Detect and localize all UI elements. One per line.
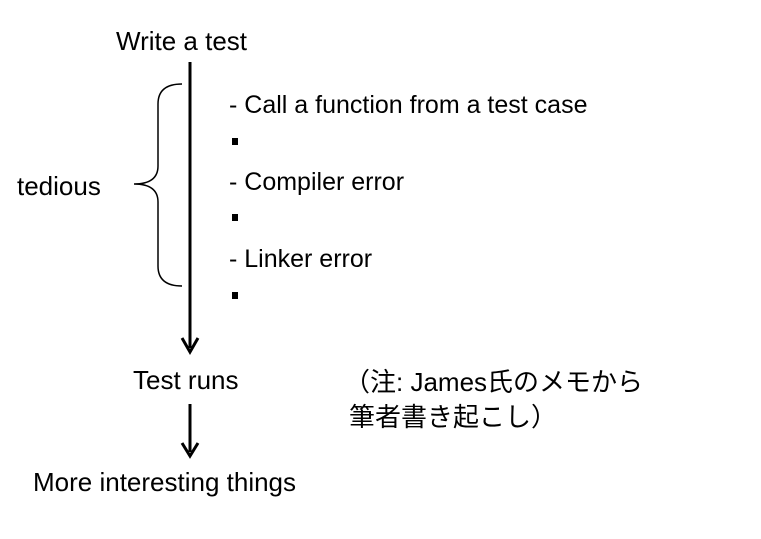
second-arrow-head: [180, 442, 200, 459]
step-linker-error: - Linker error: [229, 245, 373, 273]
start-label: Write a test: [116, 26, 248, 56]
continuation-dot: [232, 138, 238, 145]
main-arrow-head: [180, 337, 200, 356]
note-line-1: （注: James氏のメモから: [344, 367, 644, 397]
step-compiler-error: - Compiler error: [229, 168, 405, 196]
group-label: tedious: [17, 171, 101, 201]
continuation-dot: [232, 292, 238, 299]
end-label: More interesting things: [33, 467, 297, 497]
note-line-2: 筆者書き起こし）: [349, 402, 558, 432]
step-call-function: - Call a function from a test case: [229, 91, 588, 119]
middle-label: Test runs: [133, 365, 239, 395]
tedious-brace: [133, 83, 183, 287]
continuation-dot: [232, 214, 238, 221]
